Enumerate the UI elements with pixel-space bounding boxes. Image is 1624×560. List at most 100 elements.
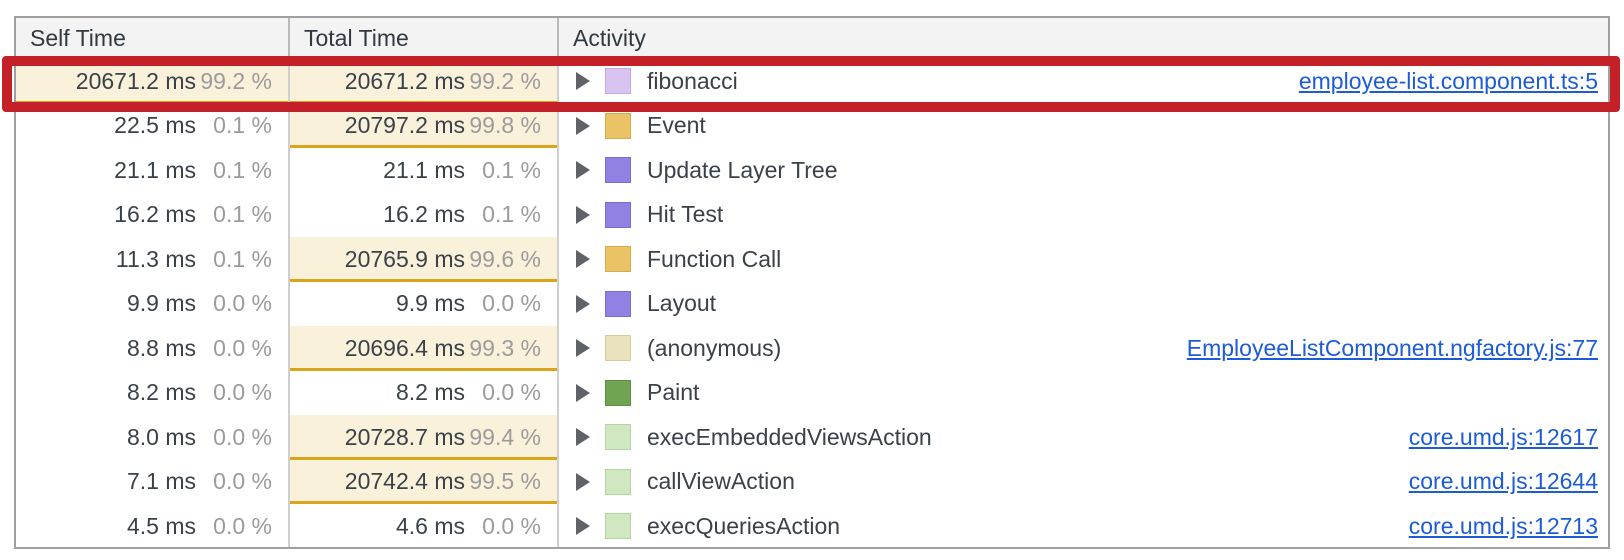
total-time-pct: 0.0 %	[482, 290, 541, 317]
self-time-cell: 8.2 ms 0.0 %	[16, 370, 290, 415]
self-time-ms: 20671.2 ms	[75, 67, 196, 94]
scripting-event-swatch	[605, 246, 631, 273]
self-time-cell: 9.9 ms 0.0 %	[16, 281, 290, 326]
total-time-pct: 99.5 %	[469, 468, 541, 495]
disclosure-arrow-icon[interactable]	[576, 116, 590, 135]
activity-cell: (anonymous) EmployeeListComponent.ngfact…	[559, 326, 1608, 371]
self-time-cell: 20671.2 ms 99.2 %	[16, 59, 290, 104]
total-time-cell: 9.9 ms 0.0 %	[290, 281, 559, 326]
self-time-pct: 0.0 %	[213, 468, 272, 495]
self-time-ms: 22.5 ms	[114, 112, 196, 139]
rendering-swatch	[605, 157, 631, 184]
painting-light-swatch	[605, 468, 631, 495]
table-row[interactable]: 8.8 ms 0.0 % 20696.4 ms 99.3 % (anonymou…	[16, 326, 1608, 371]
total-time-ms: 16.2 ms	[383, 201, 465, 228]
self-time-pct: 0.0 %	[213, 512, 272, 539]
rendering-swatch	[605, 290, 631, 317]
self-time-cell: 11.3 ms 0.1 %	[16, 237, 290, 282]
self-time-pct: 0.0 %	[213, 290, 272, 317]
activity-cell: Function Call	[559, 237, 1608, 282]
self-time-ms: 8.8 ms	[126, 334, 196, 361]
scripting-anonymous-swatch	[605, 335, 631, 362]
total-time-ms: 20671.2 ms	[344, 67, 465, 94]
painting-light-swatch	[605, 424, 631, 451]
self-time-pct: 99.2 %	[200, 67, 272, 94]
total-time-pct: 0.1 %	[482, 201, 541, 228]
total-time-cell: 20671.2 ms 99.2 %	[290, 59, 559, 104]
activity-cell: Hit Test	[559, 193, 1608, 238]
disclosure-arrow-icon[interactable]	[576, 383, 590, 402]
total-time-ms: 8.2 ms	[395, 379, 465, 406]
source-link[interactable]: employee-list.component.ts:5	[1298, 67, 1598, 94]
activity-label: Layout	[647, 290, 717, 317]
table-row[interactable]: 7.1 ms 0.0 % 20742.4 ms 99.5 % callViewA…	[16, 459, 1608, 505]
self-time-pct: 0.0 %	[213, 334, 272, 361]
column-header-activity[interactable]: Activity	[559, 18, 1608, 58]
table-row[interactable]: 11.3 ms 0.1 % 20765.9 ms 99.6 % Function…	[16, 237, 1608, 282]
disclosure-arrow-icon[interactable]	[576, 205, 590, 224]
activity-label: fibonacci	[647, 67, 738, 94]
table-row[interactable]: 20671.2 ms 99.2 % 20671.2 ms 99.2 % fibo…	[16, 59, 1608, 104]
self-time-cell: 8.8 ms 0.0 %	[16, 326, 290, 371]
disclosure-arrow-icon[interactable]	[576, 472, 590, 491]
self-time-ms: 16.2 ms	[114, 201, 196, 228]
table-row[interactable]: 4.5 ms 0.0 % 4.6 ms 0.0 % execQueriesAct…	[16, 504, 1608, 547]
total-time-pct: 99.8 %	[469, 112, 541, 139]
column-header-total-time[interactable]: Total Time	[290, 18, 559, 58]
activity-label: Event	[647, 112, 706, 139]
self-time-pct: 0.1 %	[213, 156, 272, 183]
total-time-ms: 20765.9 ms	[344, 245, 465, 272]
rendering-swatch	[605, 201, 631, 228]
disclosure-arrow-icon[interactable]	[576, 161, 590, 180]
activity-cell: execQueriesAction core.umd.js:12713	[559, 504, 1608, 547]
total-time-ms: 21.1 ms	[383, 156, 465, 183]
source-link[interactable]: core.umd.js:12644	[1408, 468, 1598, 495]
self-time-ms: 21.1 ms	[114, 156, 196, 183]
total-time-ms: 20742.4 ms	[344, 468, 465, 495]
table-row[interactable]: 16.2 ms 0.1 % 16.2 ms 0.1 % Hit Test	[16, 192, 1608, 238]
activity-cell: execEmbeddedViewsAction core.umd.js:1261…	[559, 415, 1608, 460]
scripting-event-swatch	[605, 112, 631, 139]
self-time-ms: 8.2 ms	[126, 379, 196, 406]
self-time-cell: 4.5 ms 0.0 %	[16, 504, 290, 547]
disclosure-arrow-icon[interactable]	[576, 339, 590, 358]
disclosure-arrow-icon[interactable]	[576, 517, 590, 536]
table-header: Self Time Total Time Activity	[16, 18, 1608, 59]
total-time-cell: 20728.7 ms 99.4 %	[290, 415, 559, 460]
source-link[interactable]: core.umd.js:12713	[1408, 512, 1598, 539]
table-row[interactable]: 21.1 ms 0.1 % 21.1 ms 0.1 % Update Layer…	[16, 148, 1608, 193]
self-time-ms: 8.0 ms	[126, 423, 196, 450]
disclosure-arrow-icon[interactable]	[576, 72, 590, 91]
table-row[interactable]: 8.2 ms 0.0 % 8.2 ms 0.0 % Paint	[16, 370, 1608, 415]
column-header-self-time[interactable]: Self Time	[16, 18, 290, 58]
total-time-ms: 20728.7 ms	[344, 423, 465, 450]
source-link[interactable]: EmployeeListComponent.ngfactory.js:77	[1186, 334, 1598, 361]
self-time-pct: 0.0 %	[213, 379, 272, 406]
activity-label: (anonymous)	[647, 334, 782, 361]
total-time-cell: 8.2 ms 0.0 %	[290, 370, 559, 415]
activity-label: Update Layer Tree	[647, 156, 838, 183]
source-link[interactable]: core.umd.js:12617	[1408, 423, 1598, 450]
activity-cell: fibonacci employee-list.component.ts:5	[559, 59, 1608, 104]
self-time-pct: 0.0 %	[213, 423, 272, 450]
total-time-cell: 16.2 ms 0.1 %	[290, 192, 559, 237]
activity-cell: Layout	[559, 282, 1608, 327]
total-time-ms: 4.6 ms	[395, 512, 465, 539]
self-time-pct: 0.1 %	[213, 201, 272, 228]
disclosure-arrow-icon[interactable]	[576, 250, 590, 269]
column-header-activity-label: Activity	[573, 24, 646, 51]
call-tree-table: Self Time Total Time Activity 20671.2 ms…	[14, 16, 1610, 549]
self-time-ms: 11.3 ms	[115, 245, 196, 272]
activity-cell: callViewAction core.umd.js:12644	[559, 460, 1608, 505]
self-time-ms: 9.9 ms	[126, 290, 196, 317]
table-row[interactable]: 22.5 ms 0.1 % 20797.2 ms 99.8 % Event	[16, 103, 1608, 148]
activity-label: execEmbeddedViewsAction	[647, 423, 932, 450]
disclosure-arrow-icon[interactable]	[576, 294, 590, 313]
total-time-pct: 99.4 %	[469, 423, 541, 450]
activity-label: execQueriesAction	[647, 512, 841, 539]
disclosure-arrow-icon[interactable]	[576, 428, 590, 447]
table-row[interactable]: 9.9 ms 0.0 % 9.9 ms 0.0 % Layout	[16, 281, 1608, 327]
total-time-cell: 4.6 ms 0.0 %	[290, 504, 559, 547]
total-time-pct: 99.3 %	[469, 334, 541, 361]
table-row[interactable]: 8.0 ms 0.0 % 20728.7 ms 99.4 % execEmbed…	[16, 415, 1608, 460]
